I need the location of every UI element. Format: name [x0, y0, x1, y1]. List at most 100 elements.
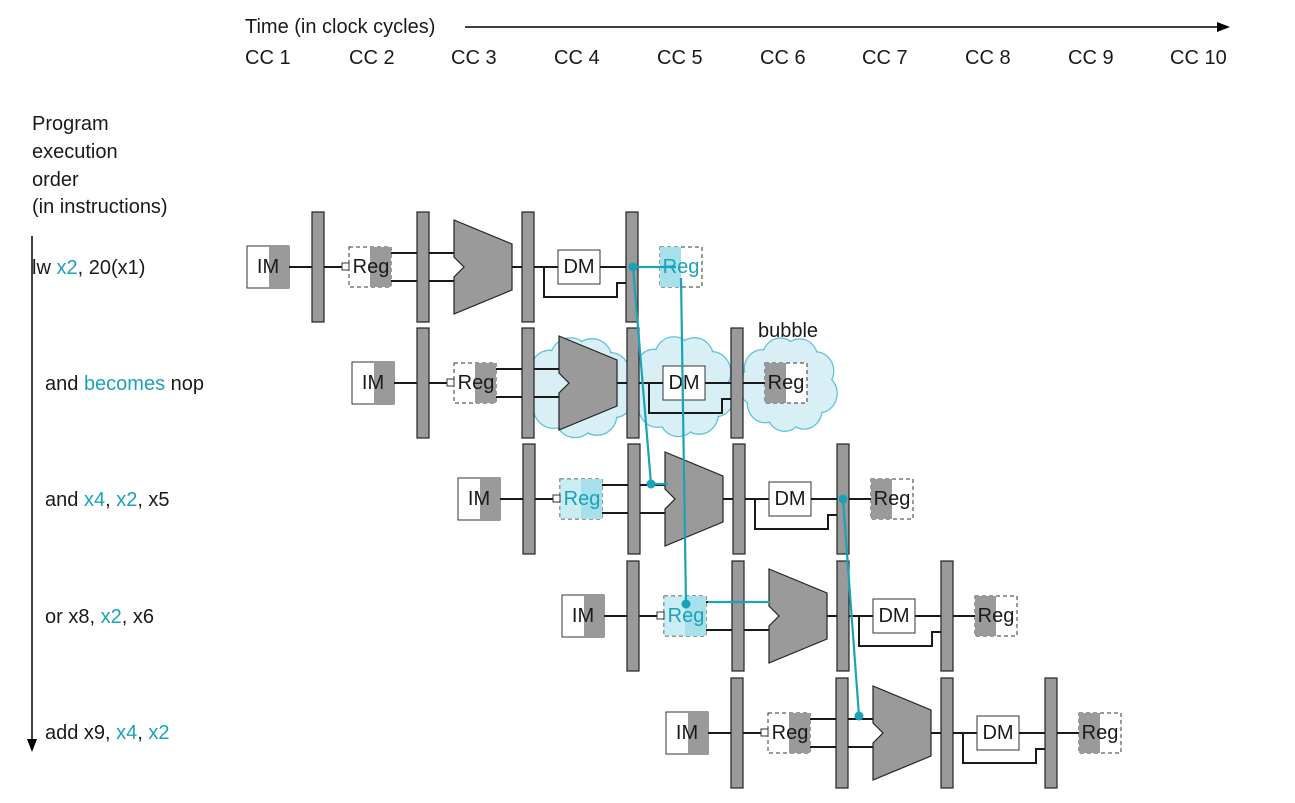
- pipeline-row-3: [457, 443, 914, 555]
- instruction-1: lw x2, 20(x1): [32, 257, 146, 279]
- reg-port: [341, 262, 350, 271]
- clock-cycle-2: CC 2: [349, 47, 395, 69]
- dm-unit: [976, 715, 1020, 751]
- pipeline-register-4: [1044, 677, 1058, 789]
- pipeline-register-3: [626, 327, 640, 439]
- alu: [664, 451, 724, 547]
- order-label-line-4: (in instructions): [32, 196, 168, 218]
- dm-bypass-wire: [858, 616, 941, 647]
- dm-unit: [872, 598, 916, 634]
- fwd-dot-2: [646, 479, 656, 489]
- pipeline-register-1: [522, 443, 536, 555]
- reg-write-label: Reg: [1082, 722, 1119, 744]
- pipeline-register-4: [940, 560, 954, 672]
- reg-read-label: Reg: [353, 256, 390, 278]
- fwd-line-3: [841, 498, 861, 717]
- dm-label: DM: [878, 605, 909, 627]
- pipeline-register-1: [626, 560, 640, 672]
- pipeline-register-2: [521, 327, 535, 439]
- pipeline-row-5: [665, 677, 1122, 789]
- reg-read-label: Reg: [772, 722, 809, 744]
- clock-cycle-1: CC 1: [245, 47, 291, 69]
- reg-write-shade: [1079, 713, 1100, 753]
- reg-write-shade: [871, 479, 892, 519]
- pipeline-row-2: [351, 327, 808, 439]
- reg-port: [552, 494, 561, 503]
- fwd-line-1: [631, 266, 653, 485]
- clock-cycle-5: CC 5: [657, 47, 703, 69]
- pipeline-register-2: [731, 560, 745, 672]
- pipeline-register-1: [311, 211, 325, 323]
- reg-shade: [581, 479, 602, 519]
- dm-unit: [557, 249, 601, 285]
- pipeline-row-1: [246, 211, 703, 323]
- fwd-dot-4: [838, 494, 848, 504]
- pipeline-register-1: [730, 677, 744, 789]
- dm-unit: [768, 481, 812, 517]
- bubble-label: bubble: [758, 320, 819, 342]
- order-axis-arrowhead: [27, 739, 37, 752]
- dm-bypass-wire: [962, 733, 1045, 764]
- dm-bypass-wire: [648, 383, 731, 414]
- dm-label: DM: [563, 256, 594, 278]
- reg-shade: [370, 247, 391, 287]
- reg-shade: [685, 596, 706, 636]
- reg-write-shade: [765, 363, 786, 403]
- pipeline-register-3: [836, 560, 850, 672]
- time-axis-arrowhead: [1217, 22, 1230, 32]
- instruction-5: add x9, x4, x2: [45, 722, 170, 744]
- pipeline-row-4: [561, 560, 1018, 672]
- clock-cycle-8: CC 8: [965, 47, 1011, 69]
- fwd-dot-3: [681, 599, 691, 609]
- clock-cycle-4: CC 4: [554, 47, 600, 69]
- dm-label: DM: [668, 372, 699, 394]
- clock-cycle-3: CC 3: [451, 47, 497, 69]
- reg-write-label: Reg: [663, 256, 700, 278]
- reg-write-label: Reg: [978, 605, 1015, 627]
- pipeline-register-2: [835, 677, 849, 789]
- order-label-line-3: order: [32, 169, 79, 191]
- order-label-line-2: execution: [32, 141, 118, 163]
- reg-write-shade: [975, 596, 996, 636]
- im-label: IM: [676, 722, 698, 744]
- dm-bypass-wire: [543, 267, 626, 298]
- pipeline-register-3: [940, 677, 954, 789]
- forwarding-paths: [628, 262, 864, 721]
- pipeline-register-2: [627, 443, 641, 555]
- im-shade: [480, 478, 500, 520]
- pipeline-register-3: [521, 211, 535, 323]
- reg-port: [656, 611, 665, 620]
- dm-bypass-wire: [754, 499, 837, 530]
- fwd-line-2: [679, 277, 688, 605]
- reg-read-label: Reg: [668, 605, 705, 627]
- dm-label: DM: [982, 722, 1013, 744]
- clock-cycle-9: CC 9: [1068, 47, 1114, 69]
- reg-read-label: Reg: [458, 372, 495, 394]
- im-shade: [269, 246, 289, 288]
- clock-cycle-7: CC 7: [862, 47, 908, 69]
- pipeline-register-4: [730, 327, 744, 439]
- im-shade: [374, 362, 394, 404]
- alu: [768, 568, 828, 664]
- alu: [453, 219, 513, 315]
- im-shade: [584, 595, 604, 637]
- im-label: IM: [362, 372, 384, 394]
- instruction-4: or x8, x2, x6: [45, 606, 154, 628]
- clock-cycle-6: CC 6: [760, 47, 806, 69]
- alu: [558, 335, 618, 431]
- pipeline-register-1: [416, 327, 430, 439]
- clock-cycle-10: CC 10: [1170, 47, 1227, 69]
- order-label-line-1: Program: [32, 113, 109, 135]
- instruction-3: and x4, x2, x5: [45, 489, 170, 511]
- reg-shade-left: [664, 596, 685, 636]
- im-shade: [688, 712, 708, 754]
- im-label: IM: [257, 256, 279, 278]
- instruction-2: and becomes nop: [45, 373, 205, 395]
- reg-shade-left: [560, 479, 581, 519]
- im-label: IM: [572, 605, 594, 627]
- reg-port: [446, 378, 455, 387]
- dm-unit: [662, 365, 706, 401]
- reg-write-label: Reg: [768, 372, 805, 394]
- reg-read-label: Reg: [564, 488, 601, 510]
